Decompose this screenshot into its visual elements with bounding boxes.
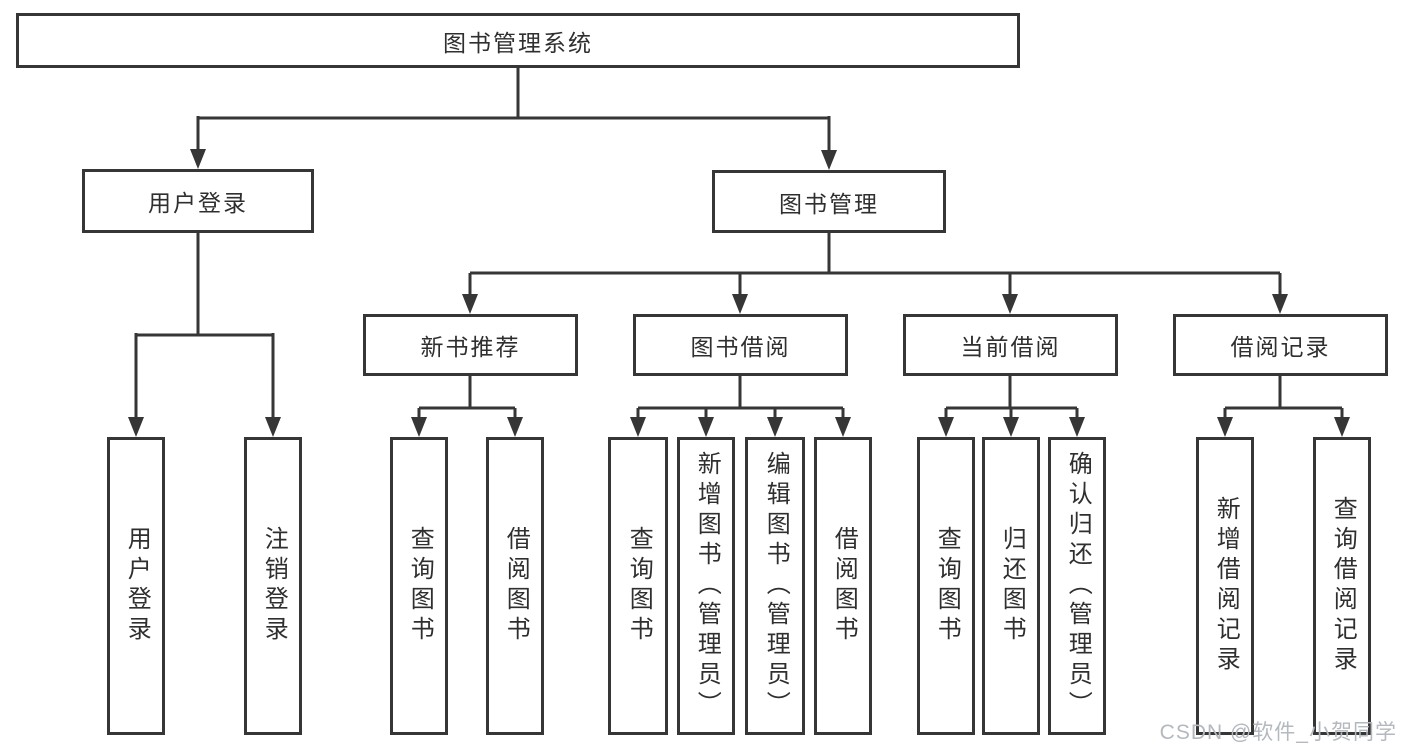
arrowheads	[128, 149, 1350, 437]
node-library-management-system: 图书管理系统	[16, 13, 1020, 68]
node-label: 新书推荐	[420, 334, 521, 360]
leaf-edit-books-admin: 编辑图书（管理员）	[745, 437, 805, 735]
node-book-management: 图书管理	[712, 170, 946, 233]
node-label: 查询图书	[625, 526, 653, 646]
node-borrow-records: 借阅记录	[1173, 314, 1388, 376]
leaf-add-borrow-record: 新增借阅记录	[1196, 437, 1254, 735]
node-book-borrow: 图书借阅	[633, 314, 848, 376]
node-label: 当前借阅	[960, 334, 1061, 360]
leaf-borrow-books: 借阅图书	[814, 437, 872, 735]
leaf-search-books-current: 查询图书	[917, 437, 975, 735]
node-label: 图书管理系统	[443, 29, 593, 56]
node-label: 借阅图书	[502, 526, 530, 646]
node-label: 新增借阅记录	[1212, 496, 1240, 676]
node-label: 注销登录	[260, 526, 288, 646]
leaf-borrow-books-recommend: 借阅图书	[486, 437, 544, 735]
node-current-borrow: 当前借阅	[903, 314, 1118, 376]
leaf-return-books: 归还图书	[982, 437, 1040, 735]
leaf-logout: 注销登录	[244, 437, 302, 735]
node-label: 用户登录	[123, 526, 151, 646]
node-label: 用户登录	[148, 190, 248, 216]
leaf-confirm-return-admin: 确认归还（管理员）	[1048, 437, 1106, 735]
node-label: 借阅记录	[1230, 334, 1331, 360]
node-label: 图书借阅	[690, 334, 791, 360]
leaf-search-books-recommend: 查询图书	[390, 437, 448, 735]
node-label: 编辑图书（管理员）	[762, 451, 790, 721]
node-label: 查询图书	[933, 526, 961, 646]
csdn-watermark: CSDN @软件_小贺同学	[1159, 721, 1397, 744]
node-user-login: 用户登录	[82, 169, 314, 233]
node-new-book-recommend: 新书推荐	[363, 314, 578, 376]
node-label: 确认归还（管理员）	[1064, 451, 1092, 721]
node-label: 查询图书	[406, 526, 434, 646]
node-label: 查询借阅记录	[1329, 496, 1357, 676]
leaf-search-books-borrow: 查询图书	[608, 437, 668, 735]
node-label: 新增图书（管理员）	[693, 451, 721, 721]
node-label: 借阅图书	[830, 526, 858, 646]
leaf-add-books-admin: 新增图书（管理员）	[677, 437, 735, 735]
node-label: 图书管理	[779, 190, 879, 217]
node-label: 归还图书	[998, 526, 1026, 646]
leaf-user-login: 用户登录	[107, 437, 165, 735]
leaf-search-borrow-record: 查询借阅记录	[1313, 437, 1371, 735]
